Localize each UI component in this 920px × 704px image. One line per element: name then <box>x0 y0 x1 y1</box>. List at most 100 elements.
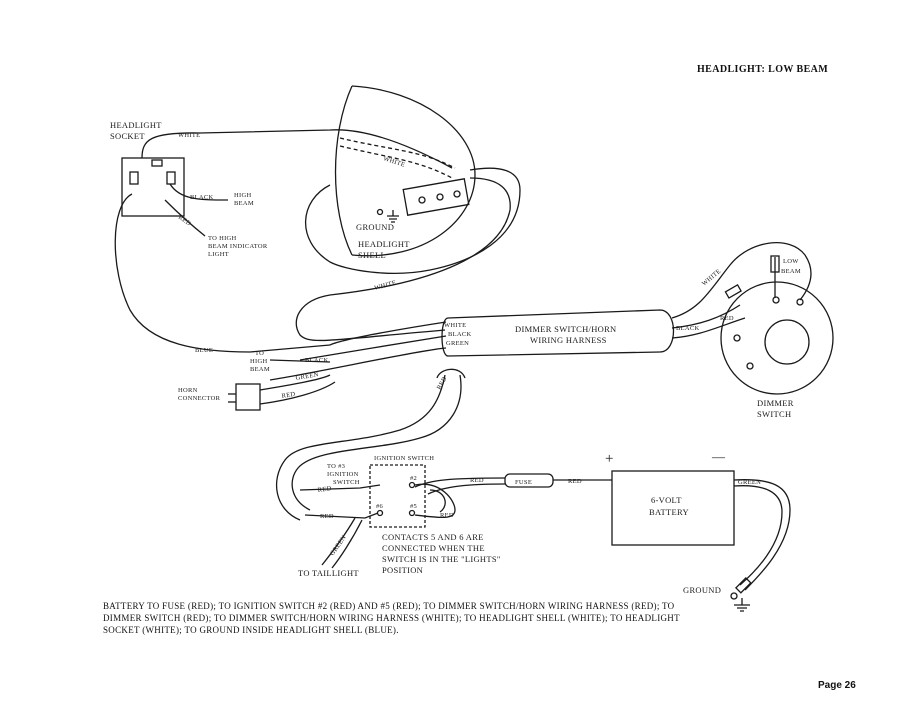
harness-label-1: DIMMER SWITCH/HORN <box>515 324 617 334</box>
wire-label-white-loop: WHITE <box>374 279 397 292</box>
ground-screw <box>376 208 384 216</box>
wire-red-6 <box>304 512 379 519</box>
dimmer-switch-label-2: SWITCH <box>757 409 791 419</box>
wire-harness-to-ignition-1 <box>275 374 446 521</box>
ground-lug-hole <box>730 592 738 600</box>
headlight-socket-body <box>121 157 185 217</box>
ignition-switch <box>369 464 426 528</box>
label-red-horn: RED <box>281 391 296 400</box>
headlight-shell-rim <box>334 85 353 256</box>
contact-5-label: #5 <box>410 503 417 510</box>
battery-label-2: BATTERY <box>649 507 689 517</box>
low-beam-terminal <box>770 255 780 273</box>
terminal-screw <box>436 193 444 201</box>
label-white-dimmer: WHITE <box>701 268 723 288</box>
label-red-fuse-left: RED <box>470 477 484 484</box>
wire-label-black-socket: BLACK <box>190 194 214 201</box>
ground-symbol-icon <box>387 210 399 223</box>
bundle-label-black: BLACK <box>448 331 472 338</box>
wire-green-battery-ground-2 <box>733 485 783 586</box>
battery-minus-icon: — <box>711 449 726 464</box>
ground-label: GROUND <box>356 222 394 232</box>
label-red-fuse-right: RED <box>568 478 582 485</box>
ground-symbol-icon-2 <box>734 598 750 612</box>
dimmer-screw <box>733 334 741 342</box>
jumper-2-5 <box>414 483 456 519</box>
wire-white-socket-to-shell <box>141 129 453 169</box>
horn-connector-label-2: CONNECTOR <box>178 395 221 402</box>
dimmer-switch-body <box>720 281 834 395</box>
wire-white-loop <box>305 167 521 274</box>
wire-label-red-socket: RED <box>177 214 192 228</box>
dimmer-terminal <box>724 284 742 299</box>
high-beam-label-2: BEAM <box>234 200 254 207</box>
wire-harness-to-ignition-2 <box>291 374 462 511</box>
contacts-note-2: CONNECTED WHEN THE <box>382 543 485 553</box>
headlight-shell-label-1: HEADLIGHT <box>358 239 410 249</box>
contacts-note-1: CONTACTS 5 AND 6 ARE <box>382 532 484 542</box>
low-beam-label-1: LOW <box>783 258 799 265</box>
harness-sleeve <box>447 309 674 357</box>
page-number: Page 26 <box>818 680 856 691</box>
contact-5-pin <box>408 509 416 517</box>
to-taillight-label: TO TAILLIGHT <box>298 568 359 578</box>
wire-red-to-fuse <box>414 477 506 488</box>
bundle-left-3 <box>269 347 447 381</box>
bundle-left-2 <box>299 335 447 361</box>
terminal-screw <box>418 196 426 204</box>
shell-internal-wire <box>339 137 456 169</box>
harness-label-2: WIRING HARNESS <box>530 335 607 345</box>
label-green-horn: GREEN <box>295 371 319 382</box>
wire-to-high-beam <box>269 359 331 363</box>
horn-connector <box>235 383 261 411</box>
wire-label-white-shell: WHITE <box>382 155 406 169</box>
to-ignition-1: TO #3 <box>327 463 345 470</box>
label-red-ign3: RED <box>317 485 332 494</box>
ignition-switch-label: IGNITION SWITCH <box>374 455 434 462</box>
to-high-beam-2: HIGH <box>250 358 267 365</box>
dimmer-screw <box>796 298 804 306</box>
bundle-left-1 <box>329 321 447 346</box>
diagram-title: HEADLIGHT: LOW BEAM <box>697 64 828 75</box>
headlight-socket-label-2: SOCKET <box>110 131 145 141</box>
battery-plus-icon: + <box>605 451 614 467</box>
label-red-jumper: RED <box>440 512 454 519</box>
wire-green-battery-ground <box>733 479 791 591</box>
to-high-beam-1: TO <box>255 350 264 357</box>
jumper-inner <box>429 489 446 513</box>
bundle-label-white: WHITE <box>444 322 466 329</box>
indicator-label-3: LIGHT <box>208 251 229 258</box>
terminal-screw <box>453 190 461 198</box>
fuse-label: FUSE <box>515 479 532 486</box>
contact-6-label: #6 <box>376 503 384 510</box>
wire-to-ignition-3 <box>299 484 381 491</box>
wire-taillight <box>321 517 356 566</box>
wire-label-blue: BLUE <box>195 347 213 354</box>
shell-internal-wire-2 <box>339 145 453 179</box>
contact-2-label: #2 <box>410 475 417 482</box>
dimmer-switch-label-1: DIMMER <box>757 398 794 408</box>
horn-connector-label-1: HORN <box>178 387 198 394</box>
dimmer-switch-center <box>764 319 810 365</box>
wire-black-high-beam <box>169 183 229 201</box>
caption-text: BATTERY TO FUSE (RED); TO IGNITION SWITC… <box>103 601 680 635</box>
contacts-note-3: SWITCH IS IN THE "LIGHTS" <box>382 554 501 564</box>
label-green-tail: GREEN <box>329 534 348 557</box>
to-ignition-2: IGNITION <box>327 471 359 478</box>
wire-red-indicator <box>164 199 206 237</box>
horn-wire-1 <box>259 374 331 391</box>
to-ignition-3: SWITCH <box>333 479 360 486</box>
ground-lug <box>735 577 752 594</box>
headlight-shell-label-2: SHELL <box>358 250 386 260</box>
wire-blue <box>114 193 331 353</box>
dimmer-screw <box>746 362 754 370</box>
contact-2-pin <box>408 481 416 489</box>
wire-taillight-2 <box>331 519 363 569</box>
harness-drop <box>436 368 466 379</box>
socket-pin-m <box>129 171 139 185</box>
wire-label-white-socket: WHITE <box>178 132 200 139</box>
wire-white-shell-to-harness <box>295 177 511 342</box>
indicator-label-1: TO HIGH <box>208 235 237 242</box>
